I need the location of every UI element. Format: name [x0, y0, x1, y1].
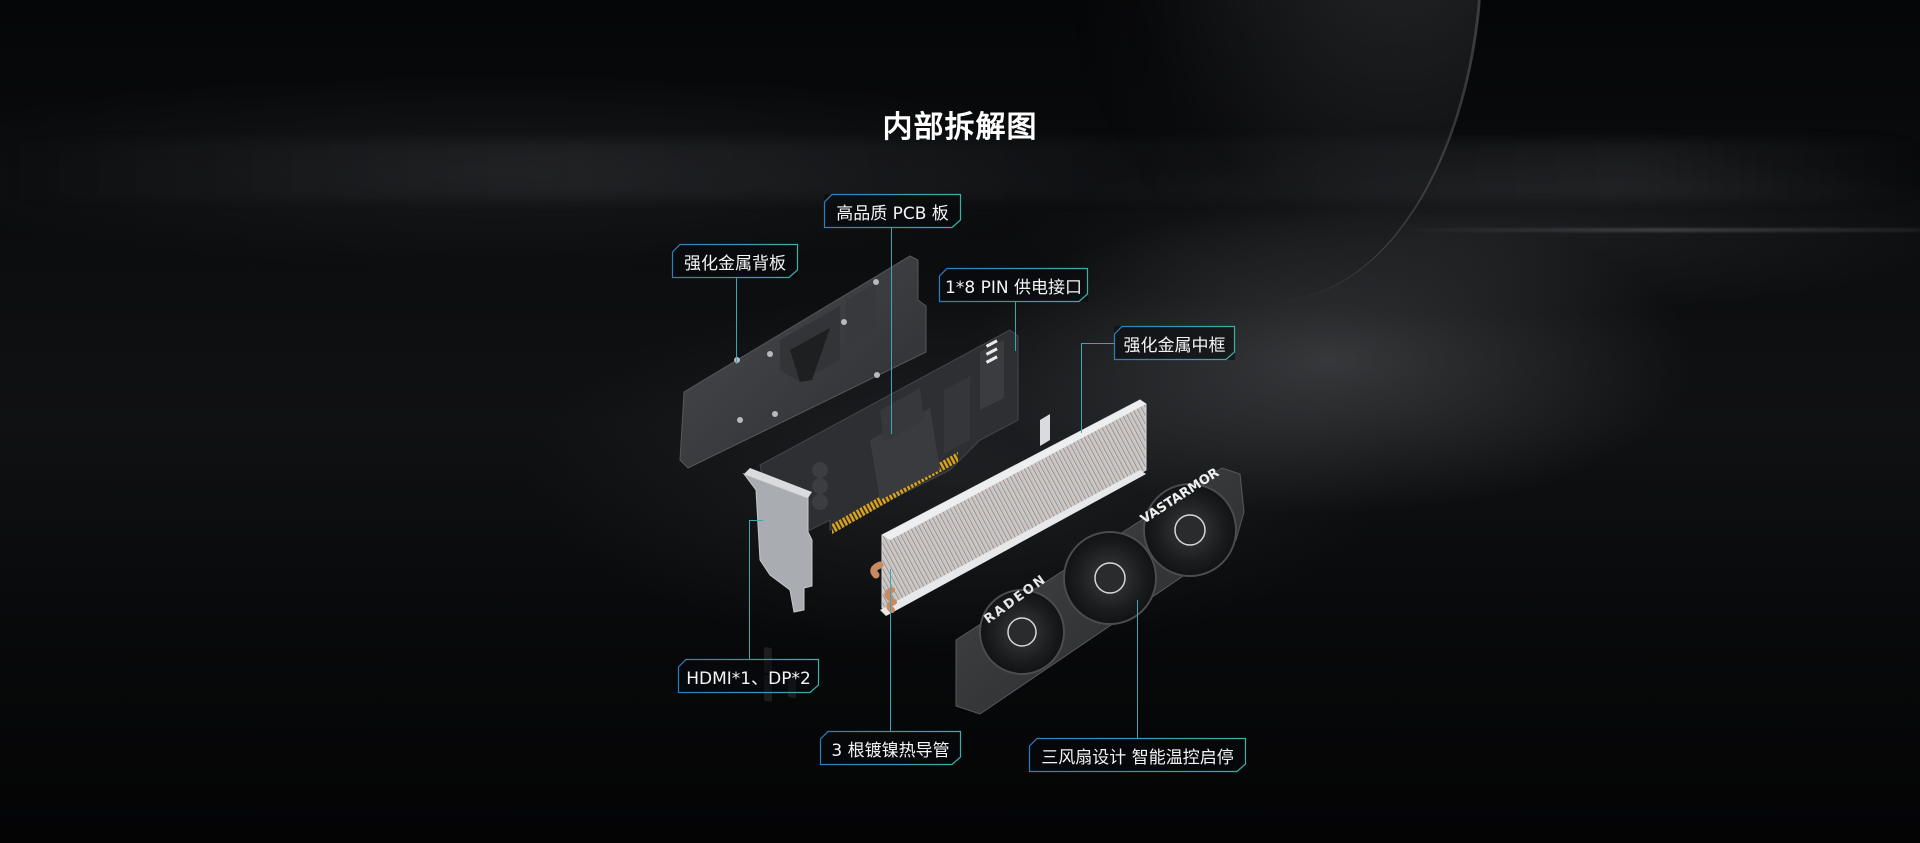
connector-ports-h	[749, 520, 763, 521]
label-frame	[1113, 325, 1236, 361]
label-frame	[938, 267, 1089, 303]
label-heatpipes: 3 根镀镍热导管	[819, 730, 962, 766]
label-text: 1*8 PIN 供电接口	[945, 277, 1082, 298]
connector-ports-v	[749, 520, 750, 659]
label-text: 3 根镀镍热导管	[831, 740, 950, 761]
heatsink	[870, 399, 1147, 616]
label-backplate: 强化金属背板	[671, 243, 799, 279]
connector-pcb	[891, 228, 892, 434]
label-text: 三风扇设计 智能温控启停	[1041, 747, 1234, 768]
connector-backplate	[736, 278, 737, 364]
label-frame	[677, 658, 820, 694]
label-midframe: 强化金属中框	[1113, 325, 1236, 361]
pcb	[759, 329, 1019, 536]
label-fans: 三风扇设计 智能温控启停	[1028, 737, 1247, 773]
label-text: 高品质 PCB 板	[836, 203, 949, 224]
label-pcb: 高品质 PCB 板	[823, 193, 962, 229]
page-title: 内部拆解图	[882, 110, 1038, 146]
connector-midframe-v	[1081, 343, 1082, 433]
label-text: 强化金属中框	[1123, 335, 1226, 356]
label-frame	[671, 243, 799, 279]
label-power: 1*8 PIN 供电接口	[938, 267, 1089, 303]
cloud-band	[0, 140, 1920, 200]
label-ports: HDMI*1、DP*2	[677, 658, 820, 694]
connector-power	[1015, 301, 1016, 351]
connector-fans	[1137, 600, 1138, 738]
label-frame	[819, 730, 962, 766]
connector-midframe-h	[1081, 343, 1114, 344]
label-frame	[1028, 737, 1247, 773]
label-frame	[823, 193, 962, 229]
connector-heatpipes	[890, 569, 891, 731]
label-text: 强化金属背板	[684, 253, 786, 274]
horizon-glow	[1400, 228, 1920, 232]
backplate	[679, 255, 927, 469]
label-text: HDMI*1、DP*2	[686, 668, 811, 689]
